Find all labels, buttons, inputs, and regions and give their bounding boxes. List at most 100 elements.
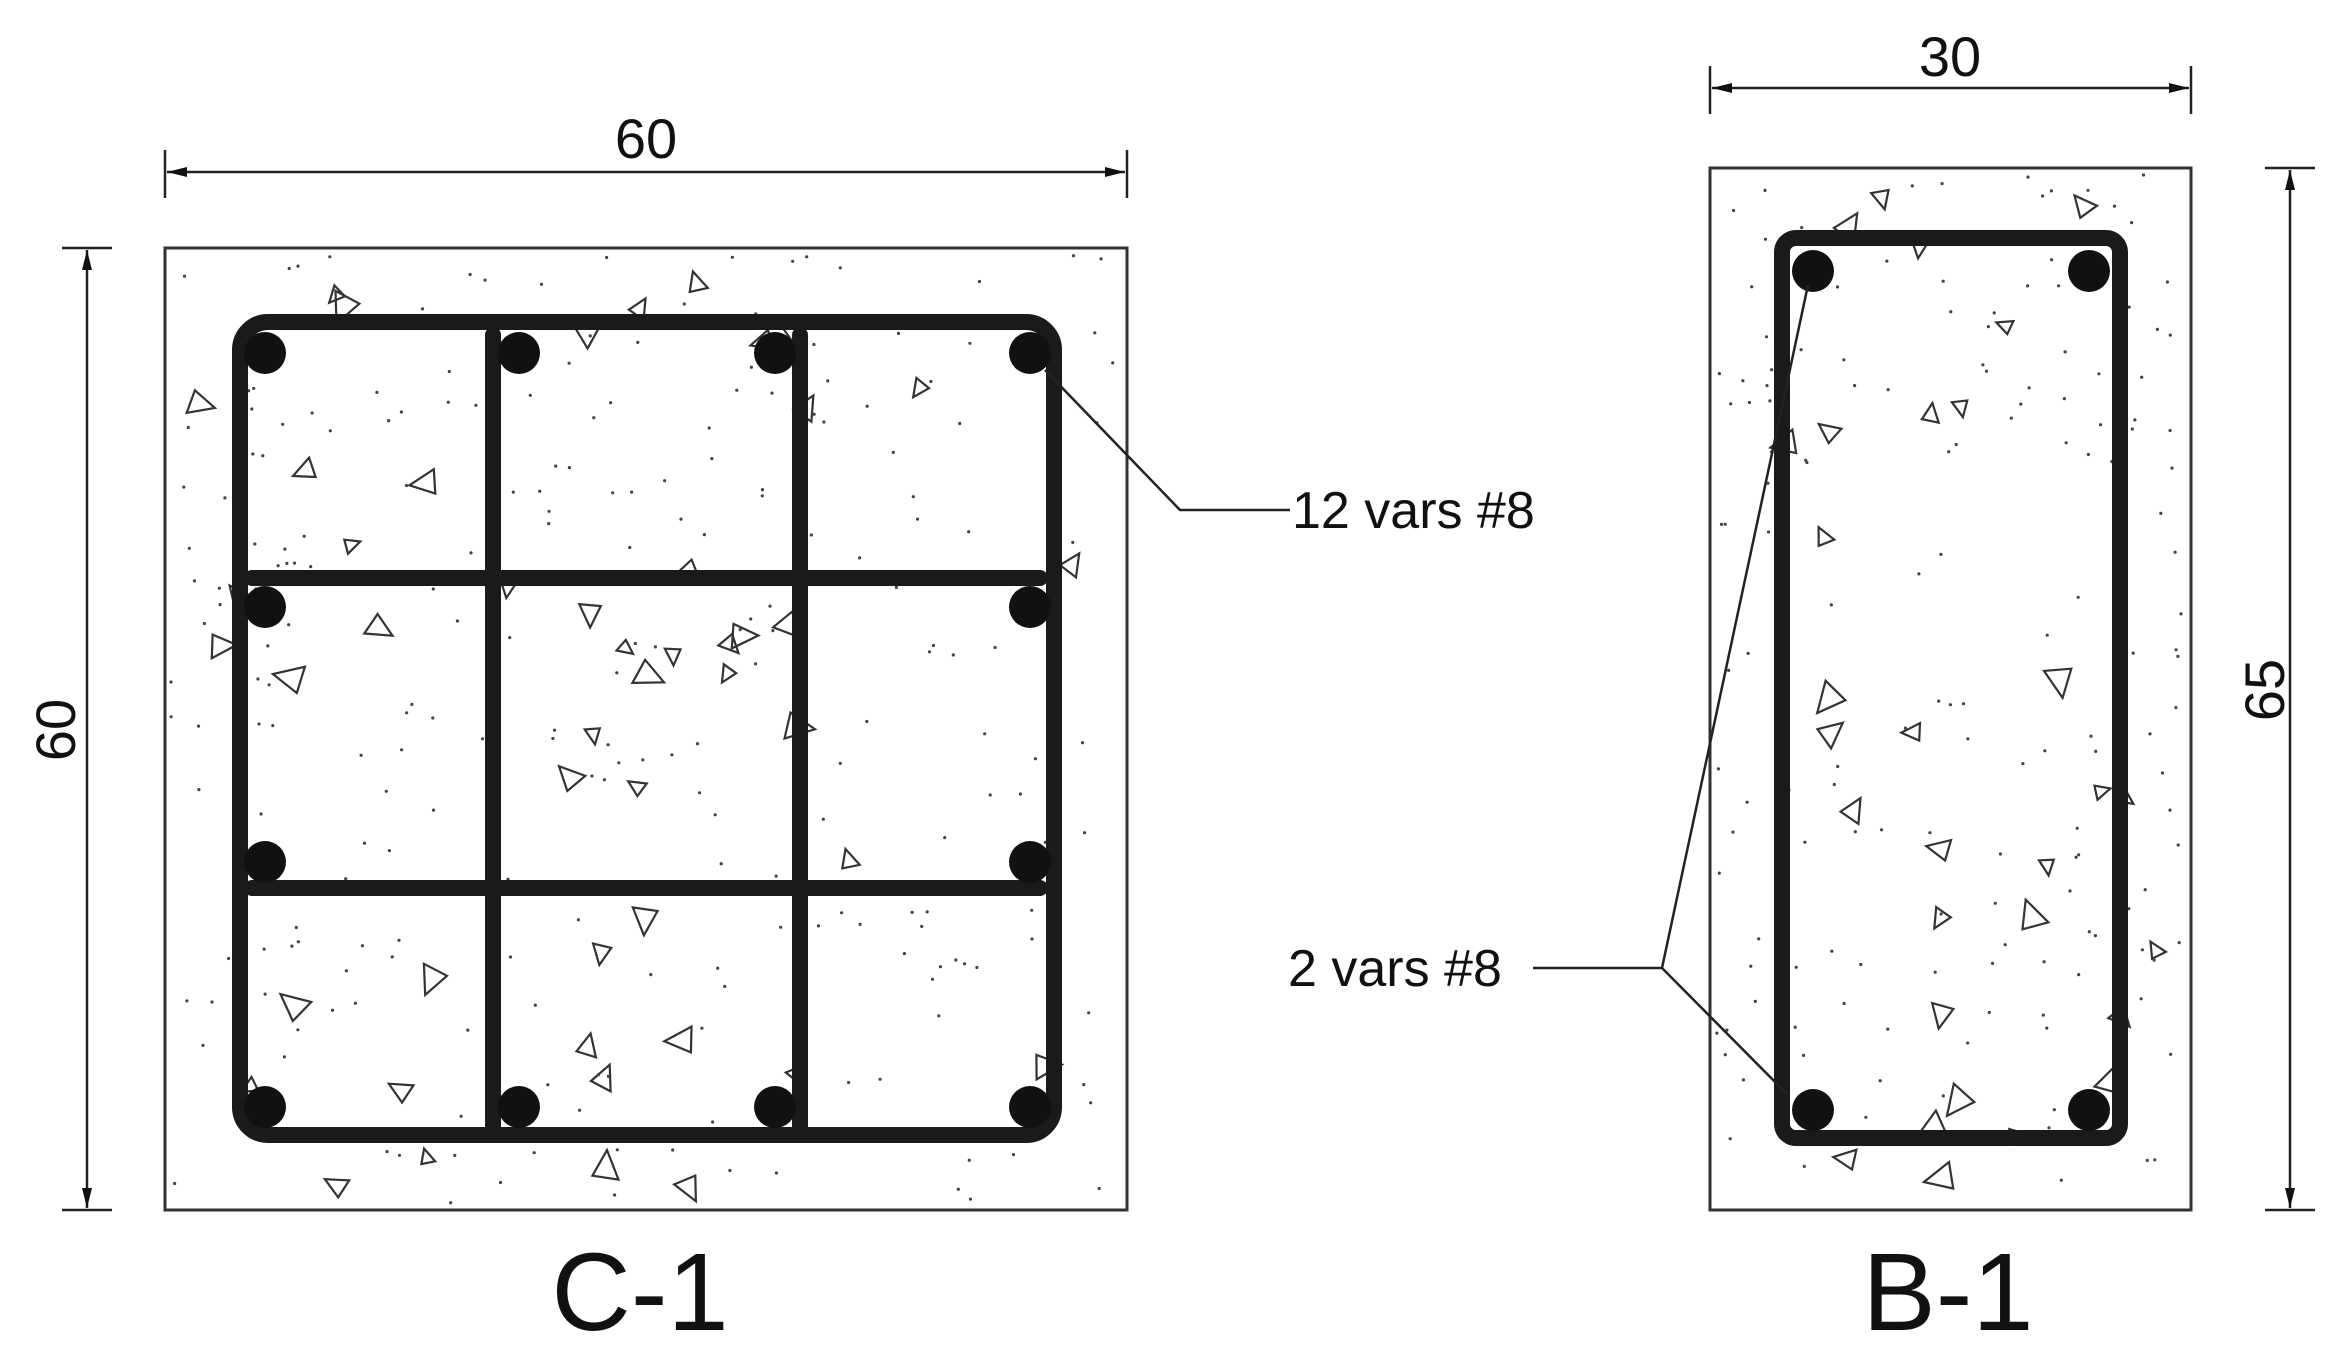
concrete-speck (968, 1197, 973, 1201)
concrete-speck (1093, 331, 1097, 335)
concrete-speck (894, 585, 899, 590)
aggregate-mark (911, 375, 931, 400)
concrete-speck (2174, 706, 2178, 710)
concrete-speck (1961, 702, 1966, 706)
concrete-speck (2042, 960, 2046, 964)
concrete-speck (185, 999, 189, 1003)
concrete-speck (983, 732, 987, 736)
concrete-speck (1990, 961, 1995, 966)
aggregate-mark (577, 602, 603, 631)
concrete-speck (770, 391, 774, 395)
concrete-speck (1097, 1186, 1101, 1191)
concrete-speck (2089, 734, 2093, 738)
concrete-speck (2143, 888, 2147, 892)
concrete-speck (679, 517, 683, 521)
concrete-speck (1715, 1031, 1719, 1035)
concrete-speck (902, 952, 907, 956)
concrete-speck (1745, 800, 1749, 804)
aggregate-mark (591, 941, 614, 968)
concrete-speck (384, 789, 388, 793)
b1-height-dim-label: 65 (2233, 659, 2296, 721)
concrete-speck (588, 334, 592, 338)
concrete-speck (2127, 305, 2131, 309)
concrete-speck (2059, 1178, 2063, 1182)
concrete-speck (2152, 958, 2156, 962)
concrete-speck (2112, 204, 2117, 208)
concrete-speck (1799, 348, 1803, 352)
concrete-speck (2145, 1158, 2149, 1162)
concrete-speck (2064, 441, 2068, 445)
c1-bar (498, 1086, 540, 1128)
concrete-speck (259, 812, 263, 816)
concrete-speck (290, 944, 294, 948)
aggregate-mark (1923, 838, 1953, 863)
c1-bar (244, 586, 286, 628)
concrete-speck (1766, 481, 1770, 485)
concrete-speck (1716, 767, 1720, 771)
concrete-speck (1099, 257, 1103, 261)
concrete-speck (182, 485, 186, 489)
concrete-speck (251, 452, 255, 456)
concrete-speck (611, 491, 615, 495)
concrete-speck (1853, 830, 1857, 834)
concrete-speck (447, 369, 451, 374)
concrete-speck (453, 1153, 457, 1157)
concrete-speck (1998, 852, 2002, 856)
concrete-speck (1949, 310, 1953, 314)
concrete-speck (768, 604, 772, 608)
c1-height-dim-label: 60 (24, 699, 87, 761)
concrete-speck (962, 962, 967, 966)
concrete-speck (1878, 1079, 1882, 1083)
b1-bar (2068, 1089, 2110, 1131)
concrete-speck (822, 420, 826, 424)
concrete-speck (292, 561, 297, 565)
concrete-speck (267, 683, 271, 687)
concrete-speck (508, 955, 513, 959)
concrete-speck (533, 1003, 537, 1007)
concrete-speck (256, 677, 260, 681)
concrete-speck (2047, 1126, 2051, 1130)
aggregate-mark (327, 283, 347, 305)
c1-bar (1009, 332, 1051, 374)
concrete-speck (508, 636, 512, 640)
aggregate-mark (730, 622, 761, 651)
c1-rebar-label: 12 vars #8 (1292, 482, 1535, 540)
concrete-speck (1937, 699, 1941, 703)
concrete-speck (263, 992, 267, 996)
concrete-speck (702, 533, 707, 537)
b1-longitudinal-bars (1792, 250, 2110, 1131)
concrete-speck (749, 617, 753, 621)
concrete-speck (821, 817, 825, 821)
concrete-speck (554, 464, 558, 468)
concrete-speck (1750, 285, 1754, 289)
concrete-speck (1992, 311, 1996, 315)
concrete-speck (1879, 828, 1884, 832)
c1-outer-tie (232, 314, 1062, 1143)
b1-section-title: B-1 (1862, 1231, 2033, 1354)
concrete-speck (1746, 651, 1750, 656)
b1-rebar-label: 2 vars #8 (1288, 940, 1502, 998)
concrete-speck (1727, 668, 1731, 673)
concrete-speck (716, 966, 720, 970)
c1-bar (1009, 1086, 1051, 1128)
concrete-speck (1723, 522, 1727, 526)
concrete-speck (915, 517, 920, 521)
concrete-speck (196, 724, 201, 728)
concrete-speck (1770, 368, 1774, 372)
aggregate-mark (278, 992, 314, 1023)
concrete-speck (2141, 173, 2146, 177)
aggregate-mark (322, 1177, 352, 1200)
aggregate-mark (1830, 1148, 1858, 1172)
concrete-speck (551, 736, 555, 741)
concrete-speck (328, 429, 332, 433)
concrete-speck (700, 1026, 704, 1030)
concrete-speck (173, 1181, 177, 1186)
concrete-speck (202, 621, 206, 626)
aggregate-mark (2021, 897, 2051, 931)
concrete-speck (1082, 1083, 1086, 1087)
concrete-speck (606, 1074, 611, 1078)
concrete-speck (1768, 399, 1772, 403)
b1-bar (2068, 250, 2110, 292)
concrete-speck (943, 836, 947, 840)
aggregate-mark (1815, 678, 1848, 715)
